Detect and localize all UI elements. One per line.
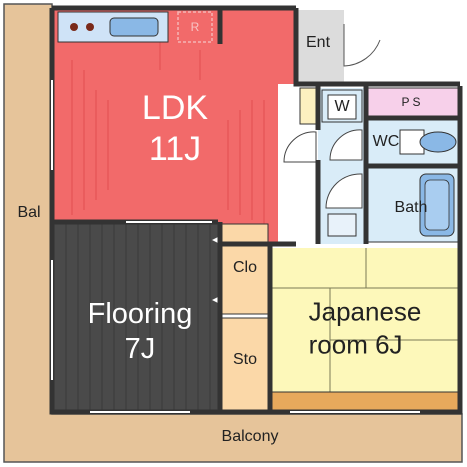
ldk-floor-hatch [71, 40, 265, 230]
washer-box [327, 94, 357, 120]
door-swing-icon [343, 24, 381, 67]
japanese-room-label: Japanese room 6J [309, 296, 422, 361]
flooring-boards [65, 222, 211, 410]
tatami-edge [271, 391, 459, 411]
pipe-space-label: P S [401, 95, 421, 109]
japanese-line2: room 6J [308, 329, 403, 359]
bathtub-inner [424, 179, 450, 231]
ldk-label: LDK 11J [142, 88, 208, 170]
windows [51, 80, 420, 413]
flooring-size: 7J [124, 333, 156, 365]
japanese-line1: Japanese [308, 296, 422, 327]
entrance-area [294, 10, 344, 82]
storage-label: Sto [232, 351, 258, 368]
flooring-room [54, 222, 218, 410]
refrigerator [177, 11, 213, 43]
entry-step [299, 87, 317, 125]
door-swing-icon [325, 173, 363, 209]
ldk-size: 11J [148, 130, 202, 168]
ldk-name: LDK [141, 89, 209, 128]
bath-label: Bath [394, 199, 428, 216]
kitchen-sink-icon [109, 17, 159, 37]
balcony-side-label: Bal [17, 204, 41, 221]
washbasin-icon [327, 213, 357, 237]
flooring-name: Flooring [87, 298, 193, 331]
japanese-room [272, 248, 458, 392]
balcony-bottom-label: Balcony [221, 428, 279, 445]
toilet-label: WC [372, 133, 400, 150]
ldk-room [54, 10, 294, 244]
door-swing-icon [329, 129, 363, 161]
walls [49, 5, 463, 415]
flooring-label: Flooring 7J [88, 297, 193, 367]
entrance-label: Ent [305, 34, 331, 51]
refrigerator-label: R [190, 20, 200, 34]
toilet-icon [419, 131, 457, 153]
door-swing-icon [283, 131, 317, 163]
closet-label: Clo [232, 259, 258, 276]
washer-label: W [334, 98, 350, 115]
stove-burners-icon [70, 23, 94, 31]
tatami-lines [272, 248, 458, 392]
closet [221, 223, 269, 315]
storage [221, 317, 269, 411]
